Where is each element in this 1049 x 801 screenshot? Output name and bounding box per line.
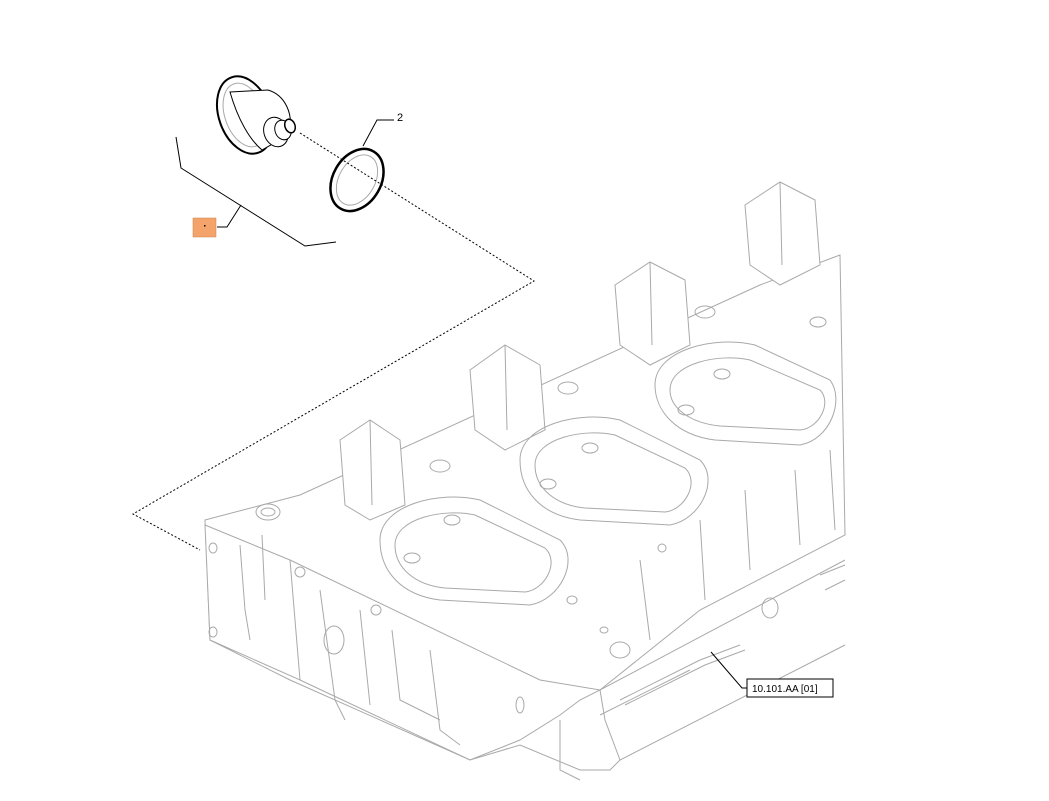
orange-reference-marker bbox=[192, 217, 217, 238]
head-bolt-holes bbox=[208, 305, 827, 714]
reference-box[interactable]: 10.101.AA [01] bbox=[746, 678, 834, 698]
cap-plug-part bbox=[215, 75, 297, 155]
head-detail-lines bbox=[239, 449, 846, 746]
callout-2-leader bbox=[362, 119, 394, 147]
group-bracket bbox=[175, 136, 337, 247]
valve-chambers bbox=[379, 341, 837, 606]
cylinder-head-drawing bbox=[204, 181, 846, 781]
reference-box-label: 10.101.AA [01] bbox=[752, 684, 818, 695]
reference-leader-line bbox=[710, 651, 748, 689]
marker-leader-line bbox=[217, 204, 242, 228]
callout-2-label: 2 bbox=[397, 112, 403, 124]
sealing-ring-part bbox=[329, 147, 385, 213]
rocker-towers bbox=[339, 181, 821, 521]
assembly-path-line bbox=[131, 132, 535, 551]
